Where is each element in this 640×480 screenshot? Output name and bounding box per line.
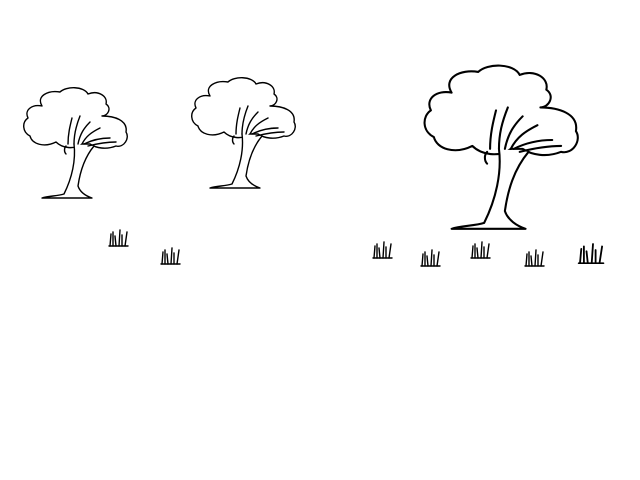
tree-3 — [423, 64, 579, 230]
grass-tuft-6 — [524, 249, 545, 267]
tree-2 — [191, 77, 296, 189]
grass-tuft-5 — [470, 241, 491, 259]
tree-1 — [23, 87, 128, 199]
grass-tuft-4 — [420, 249, 441, 267]
grass-tuft-1 — [108, 229, 129, 247]
grass-tuft-7 — [577, 243, 605, 265]
grass-tuft-2 — [160, 247, 181, 265]
grass-tuft-3 — [372, 241, 393, 259]
